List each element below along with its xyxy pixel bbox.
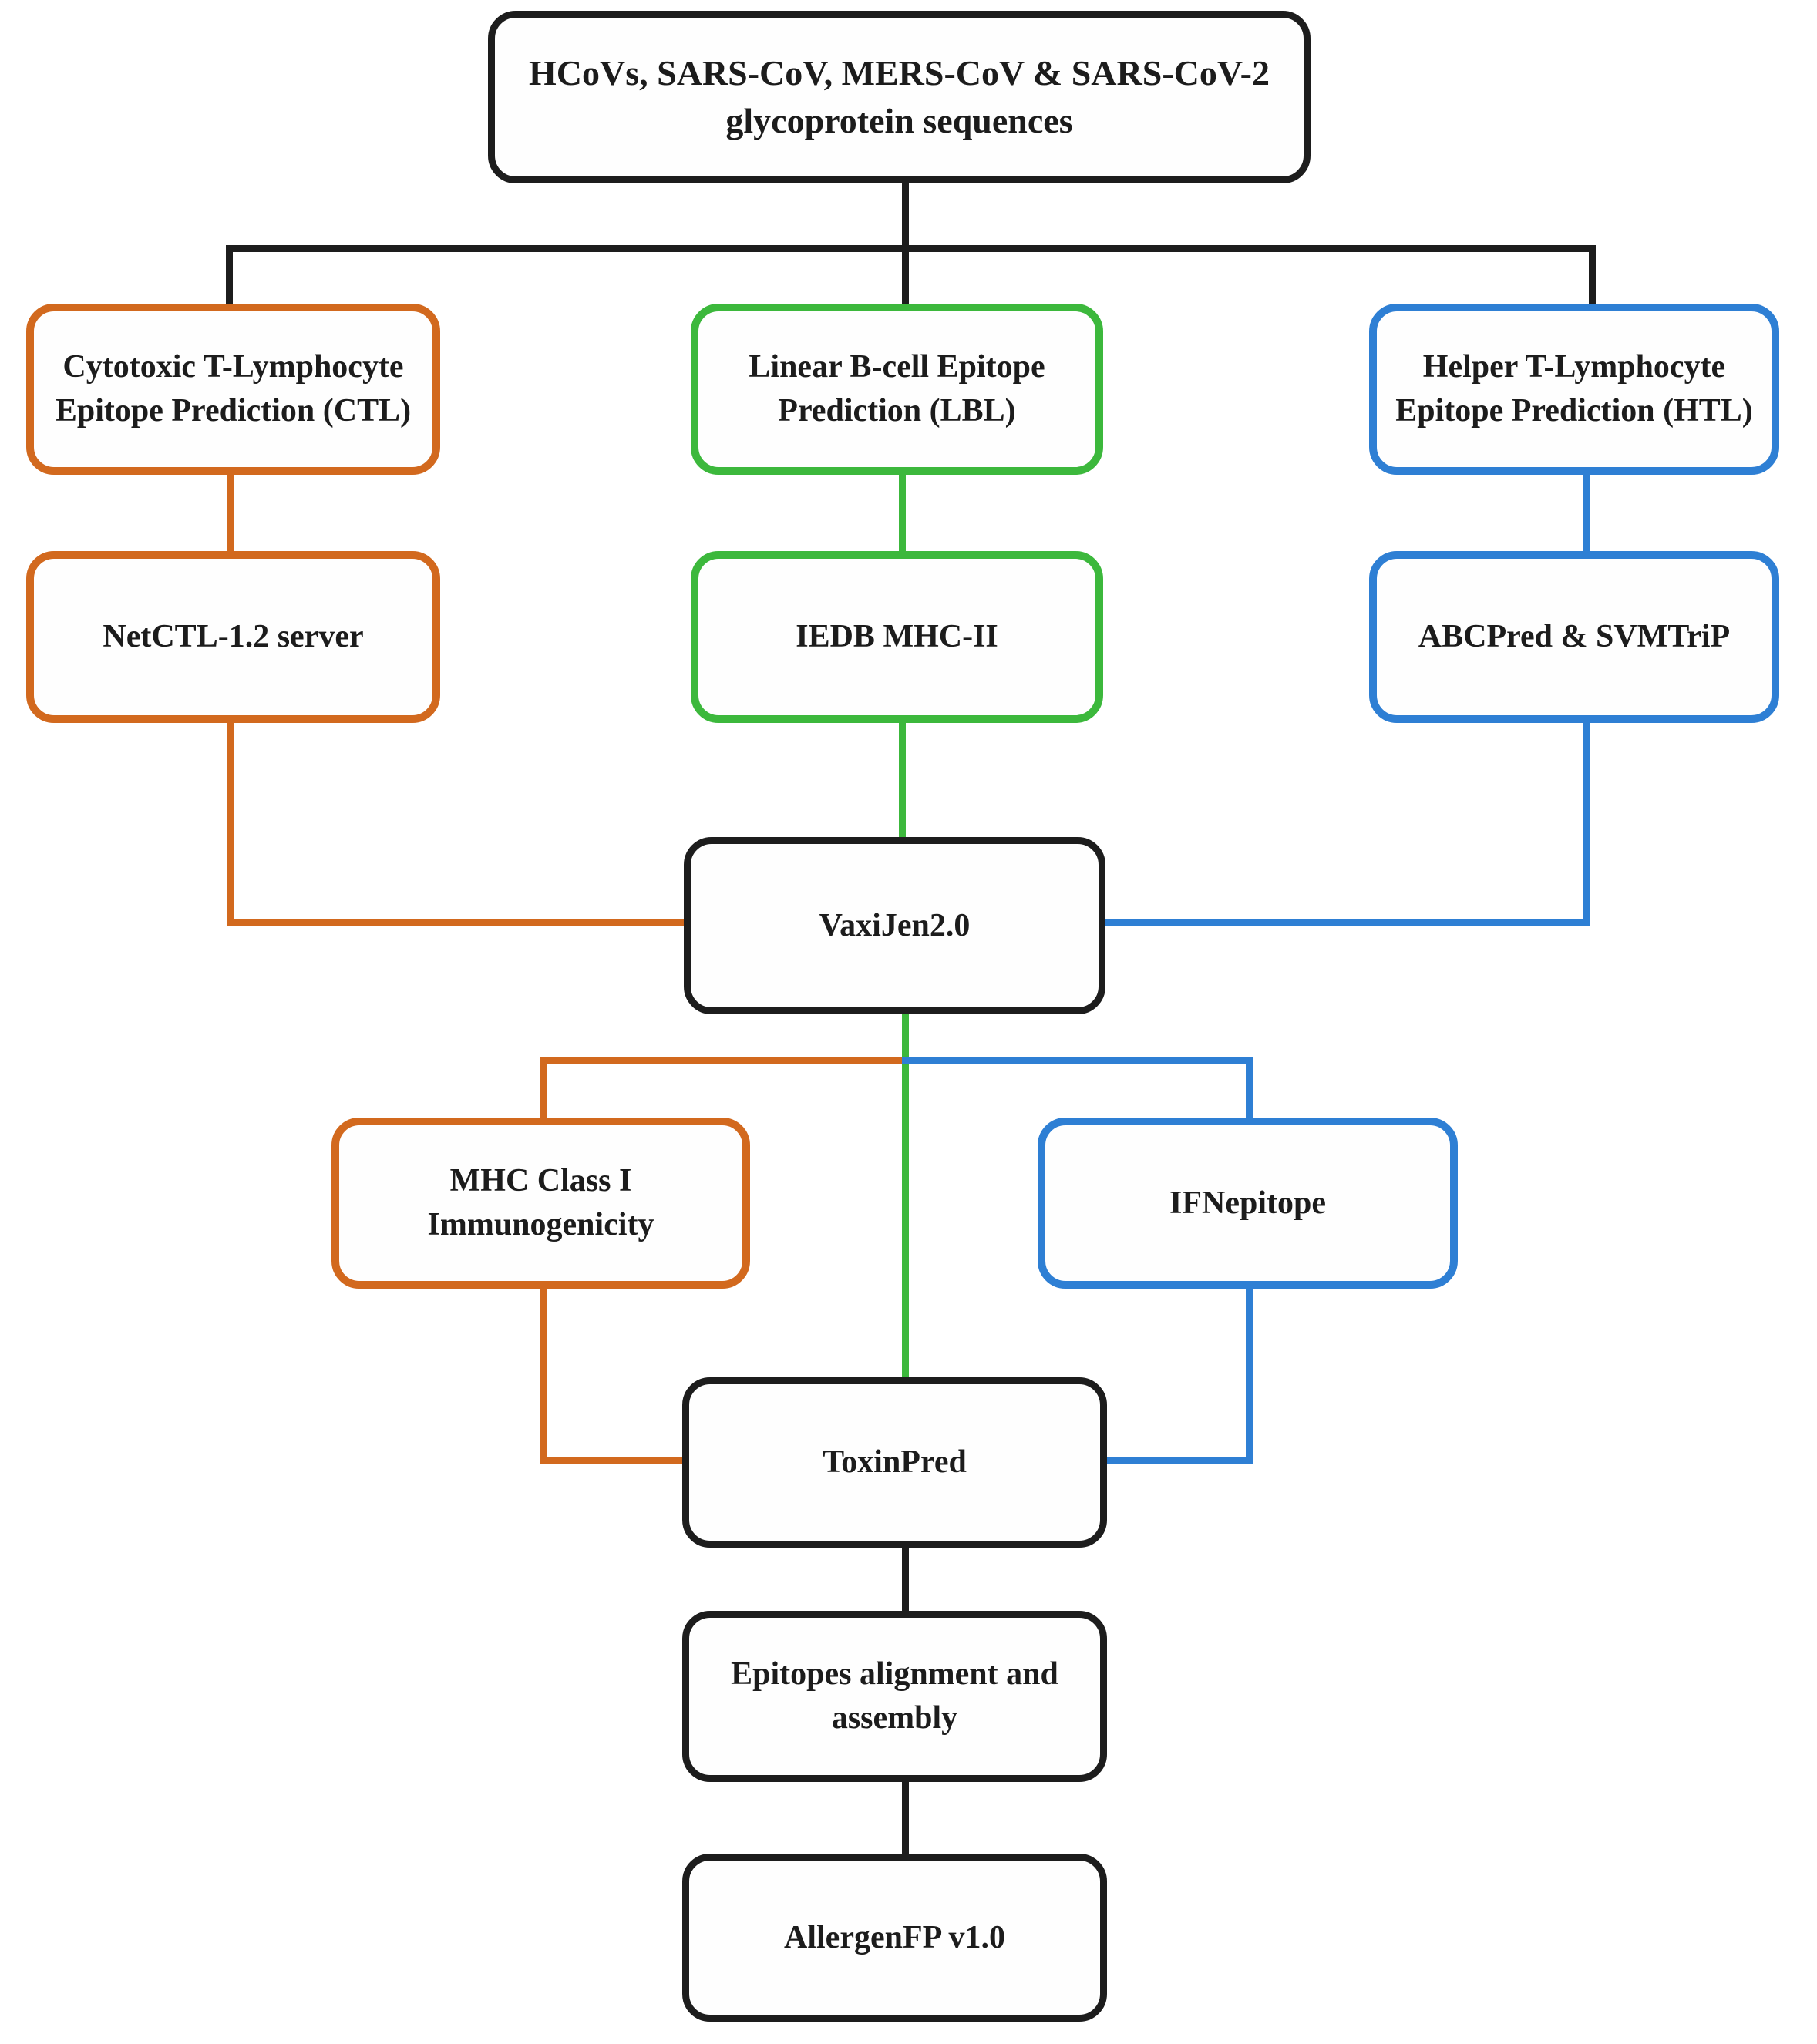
edge-source-split-horizontal xyxy=(226,245,1596,252)
edge-source-to-lbl xyxy=(902,245,909,307)
node-epitopes-alignment-label: Epitopes alignment and assembly xyxy=(731,1656,1058,1736)
edge-netctl-to-vaxijen-vertical xyxy=(227,721,234,926)
edge-vaxijen-to-mhc-horizontal xyxy=(540,1057,909,1064)
node-ctl-prediction-label: Cytotoxic T-Lymphocyte Epitope Predictio… xyxy=(55,349,412,429)
node-abcpred-svmtrip: ABCPred & SVMTriP xyxy=(1369,551,1779,723)
edge-ifn-to-toxinpred-vertical xyxy=(1246,1287,1253,1464)
node-vaxijen-label: VaxiJen2.0 xyxy=(819,907,971,943)
node-toxinpred-label: ToxinPred xyxy=(823,1444,967,1481)
edge-vaxijen-to-mhc-vertical xyxy=(540,1057,547,1119)
edge-epitopes-to-allergen xyxy=(902,1780,909,1855)
node-lbl-prediction-label: Linear B-cell Epitope Prediction (LBL) xyxy=(749,349,1045,429)
node-ctl-prediction: Cytotoxic T-Lymphocyte Epitope Predictio… xyxy=(26,304,440,475)
edge-vaxijen-to-ifn-horizontal xyxy=(902,1057,1253,1064)
edge-abcpred-to-vaxijen-vertical xyxy=(1583,721,1590,926)
node-mhc-class1-immunogenicity-label: MHC Class I Immunogenicity xyxy=(427,1163,654,1242)
node-toxinpred: ToxinPred xyxy=(682,1377,1107,1548)
edge-ifn-to-toxinpred-horizontal xyxy=(1105,1457,1253,1464)
node-lbl-prediction: Linear B-cell Epitope Prediction (LBL) xyxy=(691,304,1103,475)
node-ifnepitope: IFNepitope xyxy=(1038,1118,1458,1289)
node-iedb-mhc2-label: IEDB MHC-II xyxy=(796,619,998,655)
edge-source-stem xyxy=(902,183,909,249)
edge-source-to-htl xyxy=(1589,245,1596,307)
node-iedb-mhc2: IEDB MHC-II xyxy=(691,551,1103,723)
node-allergenfp: AllergenFP v1.0 xyxy=(682,1854,1107,2022)
node-abcpred-svmtrip-label: ABCPred & SVMTriP xyxy=(1418,619,1731,655)
node-source-sequences-label: HCoVs, SARS-CoV, MERS-CoV & SARS-CoV-2 g… xyxy=(529,52,1270,140)
edge-toxinpred-to-epitopes xyxy=(902,1546,909,1612)
edge-abcpred-to-vaxijen-horizontal xyxy=(1104,919,1590,926)
node-mhc-class1-immunogenicity: MHC Class I Immunogenicity xyxy=(331,1118,750,1289)
node-vaxijen: VaxiJen2.0 xyxy=(684,837,1105,1014)
node-allergenfp-label: AllergenFP v1.0 xyxy=(784,1919,1005,1955)
edge-mhc-to-toxinpred-horizontal xyxy=(540,1457,684,1464)
edge-htl-to-abcpred xyxy=(1583,472,1590,553)
edge-mhc-to-toxinpred-vertical xyxy=(540,1287,547,1464)
edge-vaxijen-to-ifn-vertical xyxy=(1246,1057,1253,1119)
edge-vaxijen-to-toxinpred xyxy=(902,1013,909,1379)
edge-netctl-to-vaxijen-horizontal xyxy=(227,919,685,926)
node-htl-prediction: Helper T-Lymphocyte Epitope Prediction (… xyxy=(1369,304,1779,475)
edge-lbl-to-iedb xyxy=(899,472,906,553)
node-netctl-server-label: NetCTL-1.2 server xyxy=(103,619,364,655)
node-htl-prediction-label: Helper T-Lymphocyte Epitope Prediction (… xyxy=(1395,349,1753,429)
edge-ctl-to-netctl xyxy=(227,472,234,553)
node-ifnepitope-label: IFNepitope xyxy=(1169,1185,1326,1221)
node-source-sequences: HCoVs, SARS-CoV, MERS-CoV & SARS-CoV-2 g… xyxy=(488,11,1311,183)
edge-source-to-ctl xyxy=(226,245,233,307)
edge-iedb-to-vaxijen xyxy=(899,721,906,839)
node-epitopes-alignment: Epitopes alignment and assembly xyxy=(682,1611,1107,1782)
node-netctl-server: NetCTL-1.2 server xyxy=(26,551,440,723)
